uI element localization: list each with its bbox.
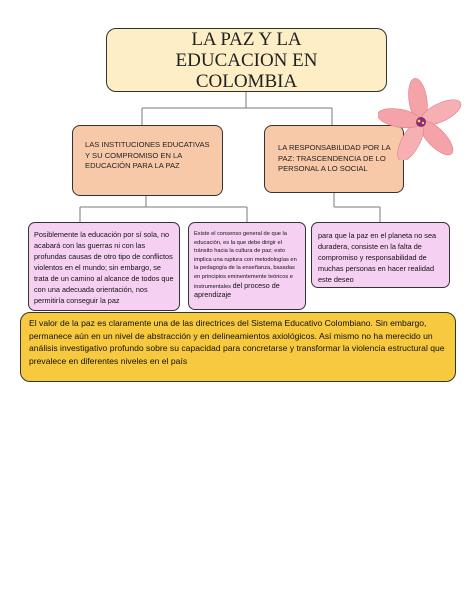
title-box: LA PAZ Y LA EDUCACION EN COLOMBIA	[106, 28, 387, 92]
title-connector	[141, 92, 333, 125]
detail-text-consenso-large: del proceso de aprendizaje	[194, 280, 280, 300]
left-branch-connector	[79, 196, 248, 222]
summary-text: El valor de la paz es claramente una de …	[29, 318, 445, 366]
branch-instituciones: LAS INSTITUCIONES EDUCATIVAS Y SU COMPRO…	[72, 125, 223, 196]
summary-box: El valor de la paz es claramente una de …	[20, 312, 456, 382]
branch-responsabilidad: LA RESPONSABILIDAD POR LA PAZ: TRASCENDE…	[264, 125, 404, 193]
right-branch-connector	[333, 193, 381, 222]
detail-text-consenso-small: Existe el consenso general de que la edu…	[194, 231, 297, 290]
detail-box-consenso: Existe el consenso general de que la edu…	[188, 222, 306, 310]
page-title: LA PAZ Y LA EDUCACION EN COLOMBIA	[175, 28, 318, 92]
detail-text-consenso: Existe el consenso general de que la edu…	[194, 230, 302, 301]
detail-box-compromiso: para que la paz en el planeta no sea dur…	[311, 222, 450, 288]
detail-box-educacion: Posiblemente la educación por sí sola, n…	[28, 222, 180, 311]
detail-text-educacion: Posiblemente la educación por sí sola, n…	[34, 230, 174, 305]
branch-responsabilidad-text: LA RESPONSABILIDAD POR LA PAZ: TRASCENDE…	[278, 143, 391, 173]
flower-icon	[378, 78, 462, 160]
detail-text-compromiso: para que la paz en el planeta no sea dur…	[318, 231, 437, 284]
branch-instituciones-text: LAS INSTITUCIONES EDUCATIVAS Y SU COMPRO…	[85, 140, 210, 170]
